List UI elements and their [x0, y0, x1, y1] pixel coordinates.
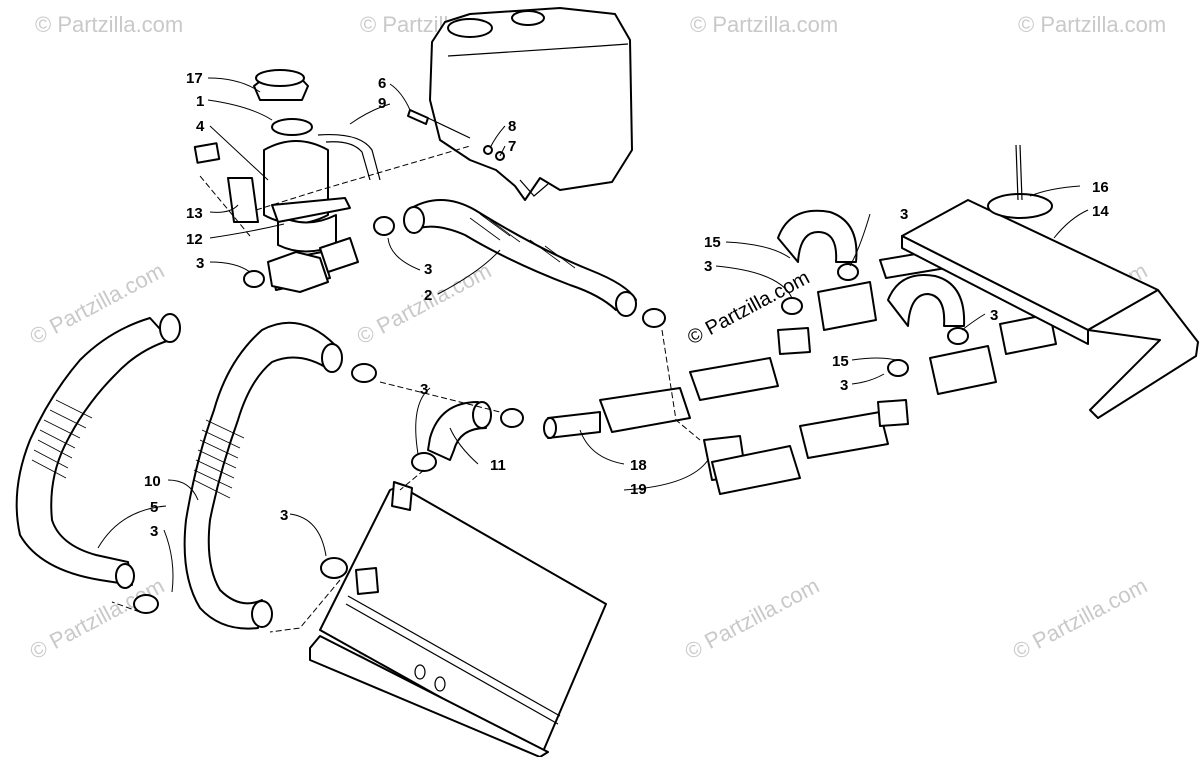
fasteners [407, 109, 505, 161]
callout-17: 17 [186, 70, 203, 87]
callout-13: 13 [186, 205, 203, 222]
callout-labels: 17 1 4 13 12 6 9 8 7 3 3 2 15 3 3 16 14 … [144, 70, 1109, 540]
callout-18: 18 [630, 457, 647, 474]
heat-exchanger [901, 144, 1199, 419]
callout-12: 12 [186, 231, 203, 248]
callout-3: 3 [424, 261, 432, 278]
elbow-hose [427, 401, 492, 461]
coolant-tank [429, 7, 633, 201]
callout-14: 14 [1092, 203, 1109, 220]
callout-3: 3 [900, 206, 908, 223]
callout-10: 10 [144, 473, 161, 490]
routing-lines [111, 145, 701, 633]
coolant-manifold [543, 357, 889, 495]
callout-15: 15 [832, 353, 849, 370]
callout-3: 3 [196, 255, 204, 272]
watermark: © Partzilla.com [1009, 573, 1152, 665]
watermark: © Partzilla.com [690, 12, 838, 37]
callout-1: 1 [196, 93, 204, 110]
hose-upper [403, 199, 637, 317]
radiator-panel [309, 481, 607, 757]
callout-15: 15 [704, 234, 721, 251]
callout-11: 11 [490, 457, 506, 474]
callout-3: 3 [150, 523, 158, 540]
watermark: © Partzilla.com [35, 12, 183, 37]
callout-5: 5 [150, 499, 158, 516]
callout-3: 3 [280, 507, 288, 524]
hose-clamps [133, 216, 969, 614]
callout-7: 7 [508, 138, 516, 155]
hose-long [183, 321, 343, 630]
callout-16: 16 [1092, 179, 1109, 196]
callout-19: 19 [630, 481, 647, 498]
callout-6: 6 [378, 75, 386, 92]
crossover-hoses [777, 209, 1057, 427]
callout-3: 3 [840, 377, 848, 394]
callout-8: 8 [508, 118, 516, 135]
callout-3: 3 [704, 258, 712, 275]
leader-lines [97, 77, 1089, 593]
watermark: © Partzilla.com [1018, 12, 1166, 37]
callout-2: 2 [424, 287, 432, 304]
callout-9: 9 [378, 95, 386, 112]
hose-left [15, 313, 181, 589]
callout-3: 3 [420, 381, 428, 398]
expansion-bottle [193, 69, 381, 291]
callout-4: 4 [196, 118, 205, 135]
watermark: © Partzilla.com [26, 573, 169, 665]
callout-3: 3 [990, 307, 998, 324]
watermark: © Partzilla.com [681, 573, 824, 665]
